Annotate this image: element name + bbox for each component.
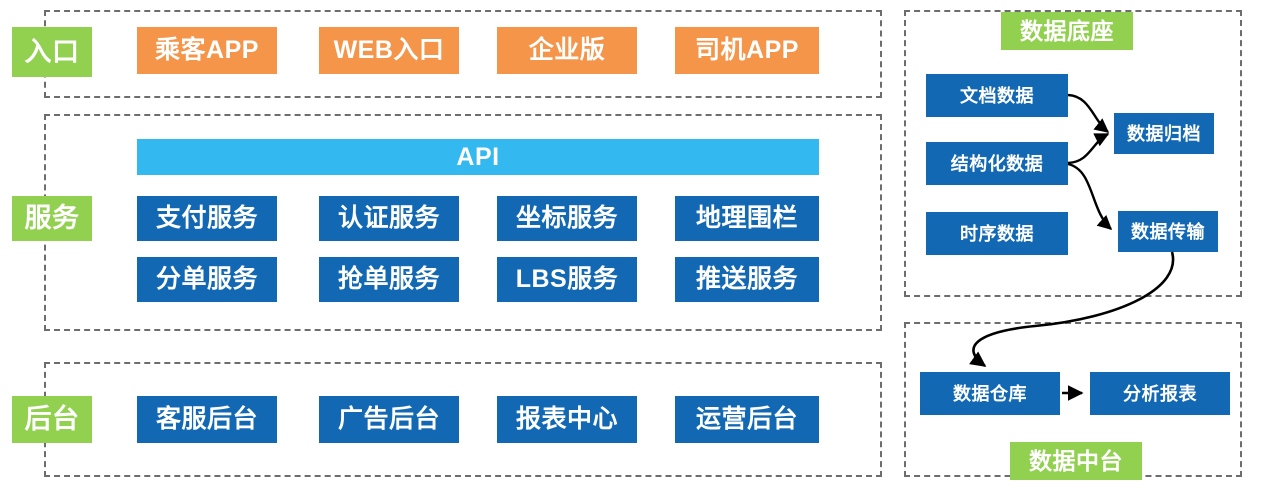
entry-tile-driver-app[interactable]: 司机APP [675, 27, 819, 74]
entry-tile-web-entry[interactable]: WEB入口 [319, 27, 459, 74]
api-bar[interactable]: API [137, 139, 819, 175]
service-tile-payment[interactable]: 支付服务 [137, 196, 277, 241]
layer-label-backend: 后台 [12, 396, 92, 443]
data-source-structured[interactable]: 结构化数据 [926, 142, 1068, 185]
data-warehouse-box[interactable]: 数据仓库 [920, 372, 1060, 415]
service-tile-coordinate[interactable]: 坐标服务 [497, 196, 637, 241]
service-tile-grab-order[interactable]: 抢单服务 [319, 257, 459, 302]
entry-tile-passenger-app[interactable]: 乘客APP [137, 27, 277, 74]
entry-tile-enterprise[interactable]: 企业版 [497, 27, 637, 74]
data-foundation-title: 数据底座 [1001, 12, 1133, 50]
analysis-report-box[interactable]: 分析报表 [1090, 372, 1230, 415]
service-tile-lbs[interactable]: LBS服务 [497, 257, 637, 302]
service-tile-dispatch[interactable]: 分单服务 [137, 257, 277, 302]
data-source-timeseries[interactable]: 时序数据 [926, 212, 1068, 255]
service-tile-auth[interactable]: 认证服务 [319, 196, 459, 241]
backend-tile-customer-service[interactable]: 客服后台 [137, 396, 277, 443]
data-target-transfer[interactable]: 数据传输 [1118, 211, 1218, 252]
backend-tile-report-center[interactable]: 报表中心 [497, 396, 637, 443]
data-platform-title: 数据中台 [1010, 442, 1142, 480]
layer-label-entry: 入口 [12, 27, 92, 77]
service-tile-push[interactable]: 推送服务 [675, 257, 819, 302]
backend-tile-operations[interactable]: 运营后台 [675, 396, 819, 443]
service-tile-geofence[interactable]: 地理围栏 [675, 196, 819, 241]
backend-tile-advertising[interactable]: 广告后台 [319, 396, 459, 443]
data-target-archive[interactable]: 数据归档 [1114, 113, 1214, 154]
data-source-document[interactable]: 文档数据 [926, 74, 1068, 117]
layer-label-service: 服务 [12, 196, 92, 241]
